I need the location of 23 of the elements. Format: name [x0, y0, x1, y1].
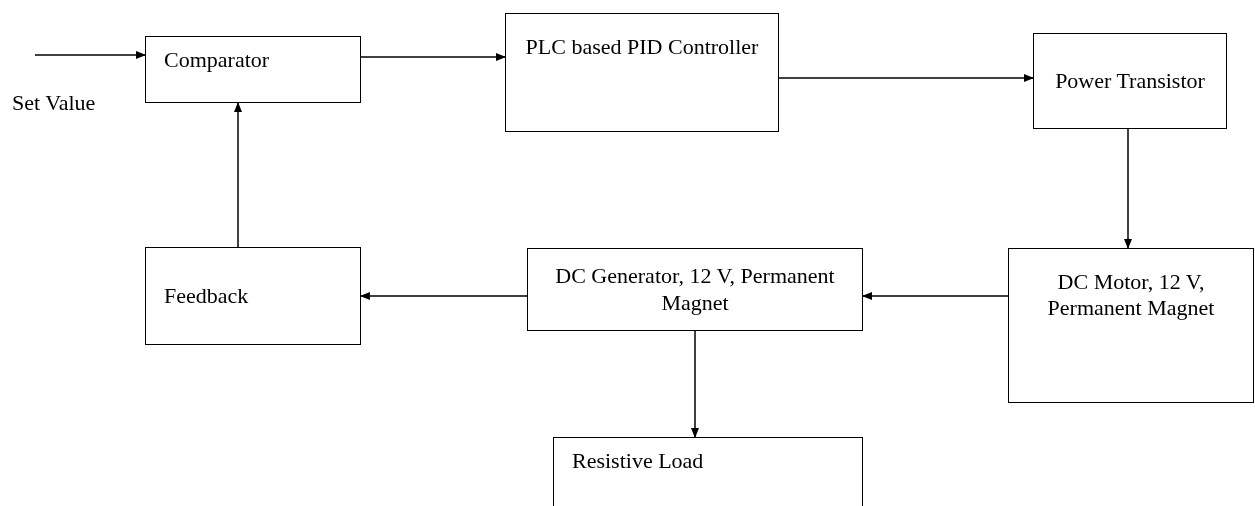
block-box [505, 13, 779, 132]
arrow [360, 53, 506, 61]
block-label: DC Motor, 12 V, Permanent Magnet [1046, 269, 1216, 322]
block-label: Feedback [164, 282, 249, 310]
block-box [553, 437, 863, 506]
block-label: Resistive Load [572, 448, 704, 475]
block-label: DC Generator, 12 V, Permanent Magnet [554, 263, 836, 316]
block-box [1008, 248, 1254, 403]
block-label: Comparator [164, 47, 270, 74]
arrow [234, 102, 242, 248]
block-box [145, 36, 361, 103]
arrow [691, 330, 699, 438]
arrow [360, 292, 528, 300]
arrow [34, 51, 146, 59]
arrow [778, 74, 1034, 82]
block-box [527, 248, 863, 331]
block-label: Power Transistor [1055, 67, 1205, 95]
input-label: Set Value [12, 90, 96, 116]
arrow [862, 292, 1009, 300]
block-box [145, 247, 361, 345]
block-box [1033, 33, 1227, 129]
block-label: PLC based PID Controller [525, 34, 759, 61]
arrow [1124, 128, 1132, 249]
